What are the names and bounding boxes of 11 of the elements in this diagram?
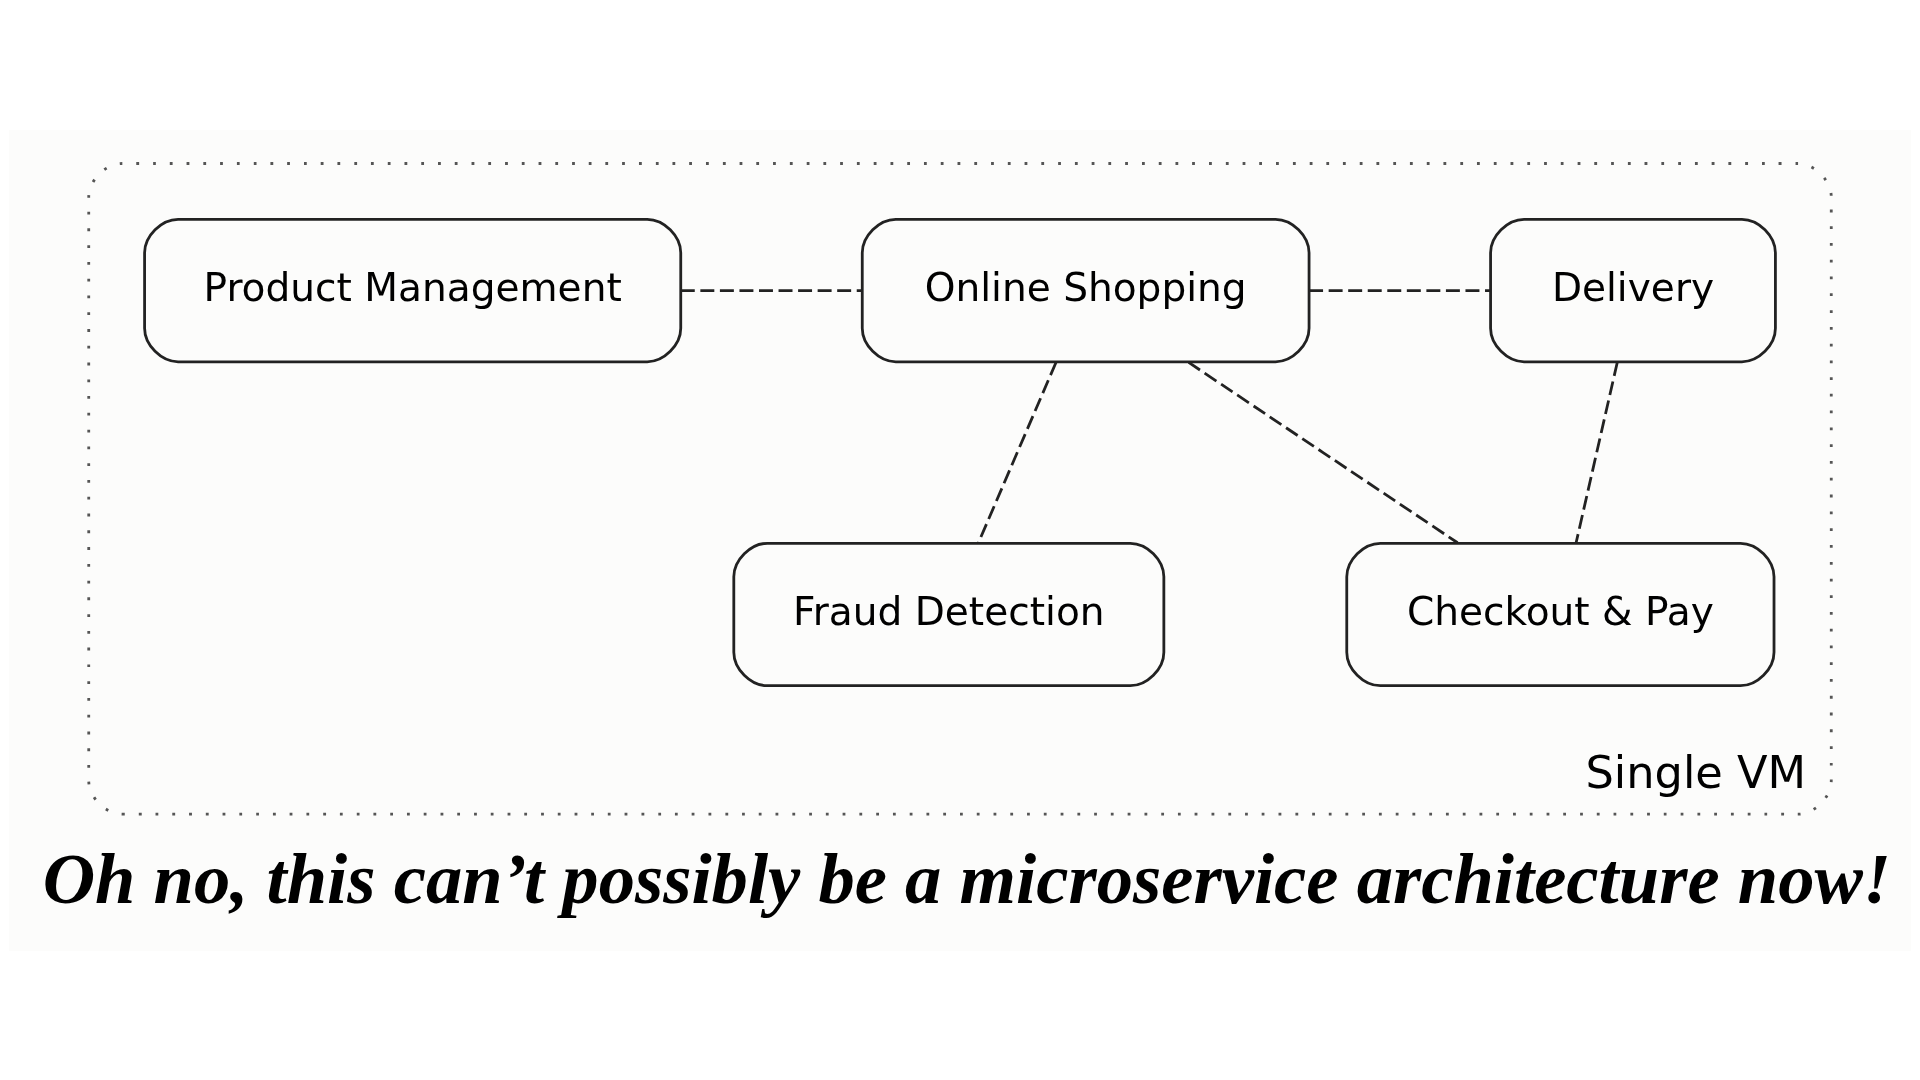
caption: Oh no, this can’t possibly be a microservice architecture now! — [42, 837, 1892, 919]
connector — [1574, 361, 1619, 543]
node-box: Online Shopping — [860, 217, 1311, 363]
node-box: Checkout & Pay — [1345, 541, 1776, 687]
node-box: Fraud Detection — [732, 541, 1166, 687]
connector — [680, 288, 862, 292]
connector — [1309, 288, 1490, 292]
node-box: Product Management — [143, 217, 683, 363]
connector — [977, 361, 1058, 543]
connector — [1187, 360, 1459, 544]
node-box: Delivery — [1489, 217, 1777, 363]
